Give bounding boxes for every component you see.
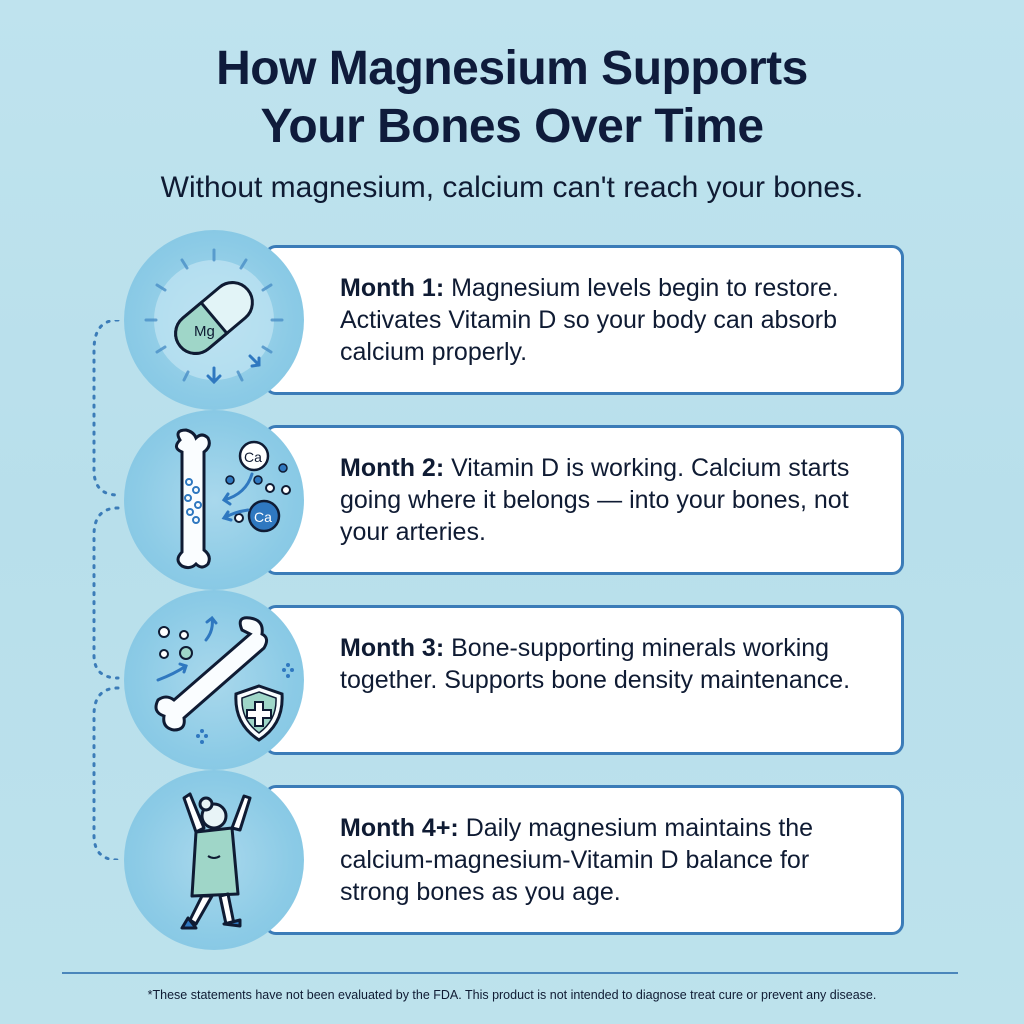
step-text: Month 2: Vitamin D is working. Calcium s… <box>340 452 880 548</box>
title-line-2: Your Bones Over Time <box>260 100 764 153</box>
step-card <box>264 785 904 935</box>
step-card <box>264 425 904 575</box>
step-description: Magnesium levels begin to restore. Activ… <box>340 274 839 366</box>
happy-woman-icon <box>124 770 304 950</box>
step-label: Month 2: <box>340 454 445 482</box>
step-card <box>264 605 904 755</box>
step-description: Bone-supporting minerals working togethe… <box>340 634 851 694</box>
page-title: How Magnesium Supports Your Bones Over T… <box>0 40 1024 156</box>
subtitle: Without magnesium, calcium can't reach y… <box>160 171 864 204</box>
step-text: Month 3: Bone-supporting minerals workin… <box>340 632 880 696</box>
step-description: Vitamin D is working. Calcium starts goi… <box>340 454 850 546</box>
step-label: Month 3: <box>340 634 445 662</box>
bone-calcium-absorption-icon: Ca Ca <box>124 410 304 590</box>
step-label: Month 1: <box>340 274 445 302</box>
title-line-1: How Magnesium Supports <box>216 42 808 95</box>
svg-text:Mg: Mg <box>194 323 215 340</box>
timeline-step-month-4-plus: Month 4+: Daily magnesium maintains the … <box>124 770 914 950</box>
step-text: Month 1: Magnesium levels begin to resto… <box>340 272 880 368</box>
step-card <box>264 245 904 395</box>
step-text: Month 4+: Daily magnesium maintains the … <box>340 812 880 908</box>
bone-shield-icon <box>124 590 304 770</box>
step-label: Month 4+: <box>340 814 459 842</box>
fda-disclaimer: *These statements have not been evaluate… <box>147 988 877 1002</box>
timeline-step-month-3: Month 3: Bone-supporting minerals workin… <box>124 590 914 770</box>
svg-text:Ca: Ca <box>254 509 272 525</box>
step-description: Daily magnesium maintains the calcium-ma… <box>340 814 814 906</box>
svg-text:Ca: Ca <box>244 449 262 465</box>
timeline-step-month-1: Mg Month 1: Magnesium levels begin to re… <box>124 230 914 410</box>
timeline-step-month-2: Ca Ca Month 2: Vitamin D is working. Cal… <box>124 410 914 590</box>
timeline-connector <box>92 320 120 860</box>
magnesium-capsule-icon: Mg <box>124 230 304 410</box>
footer-divider <box>62 972 958 974</box>
